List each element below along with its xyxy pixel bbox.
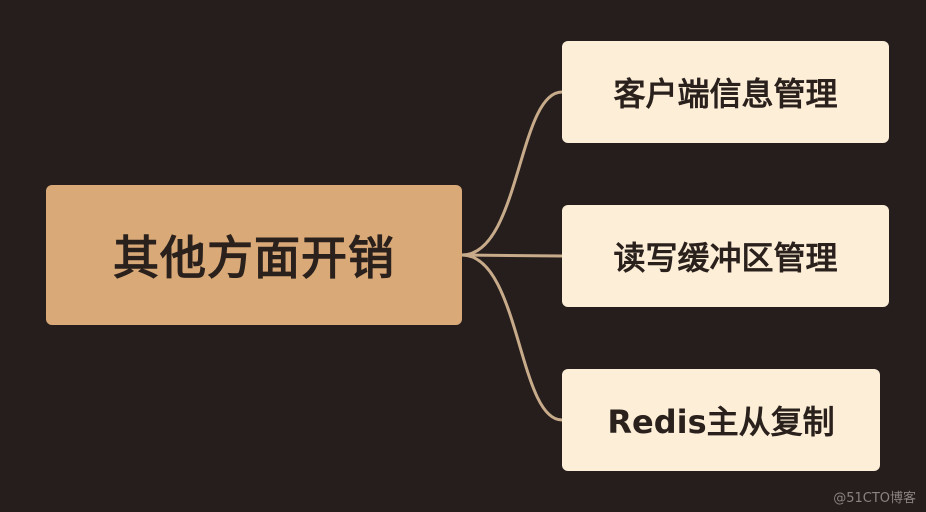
connector-to-replication [461,253,563,422]
connector-to-buffer [461,253,563,258]
root-label: 其他方面开销 [113,231,395,285]
connector-to-client-info [461,90,563,257]
watermark: @51CTO博客 [833,491,916,506]
child-node-replication: Redis主从复制 [562,369,880,471]
root-node: 其他方面开销 [46,185,462,325]
child-label: Redis主从复制 [607,403,835,441]
child-node-buffer: 读写缓冲区管理 [562,205,889,307]
child-label: 读写缓冲区管理 [613,239,838,277]
child-node-client-info: 客户端信息管理 [562,41,889,143]
child-label: 客户端信息管理 [613,75,838,113]
